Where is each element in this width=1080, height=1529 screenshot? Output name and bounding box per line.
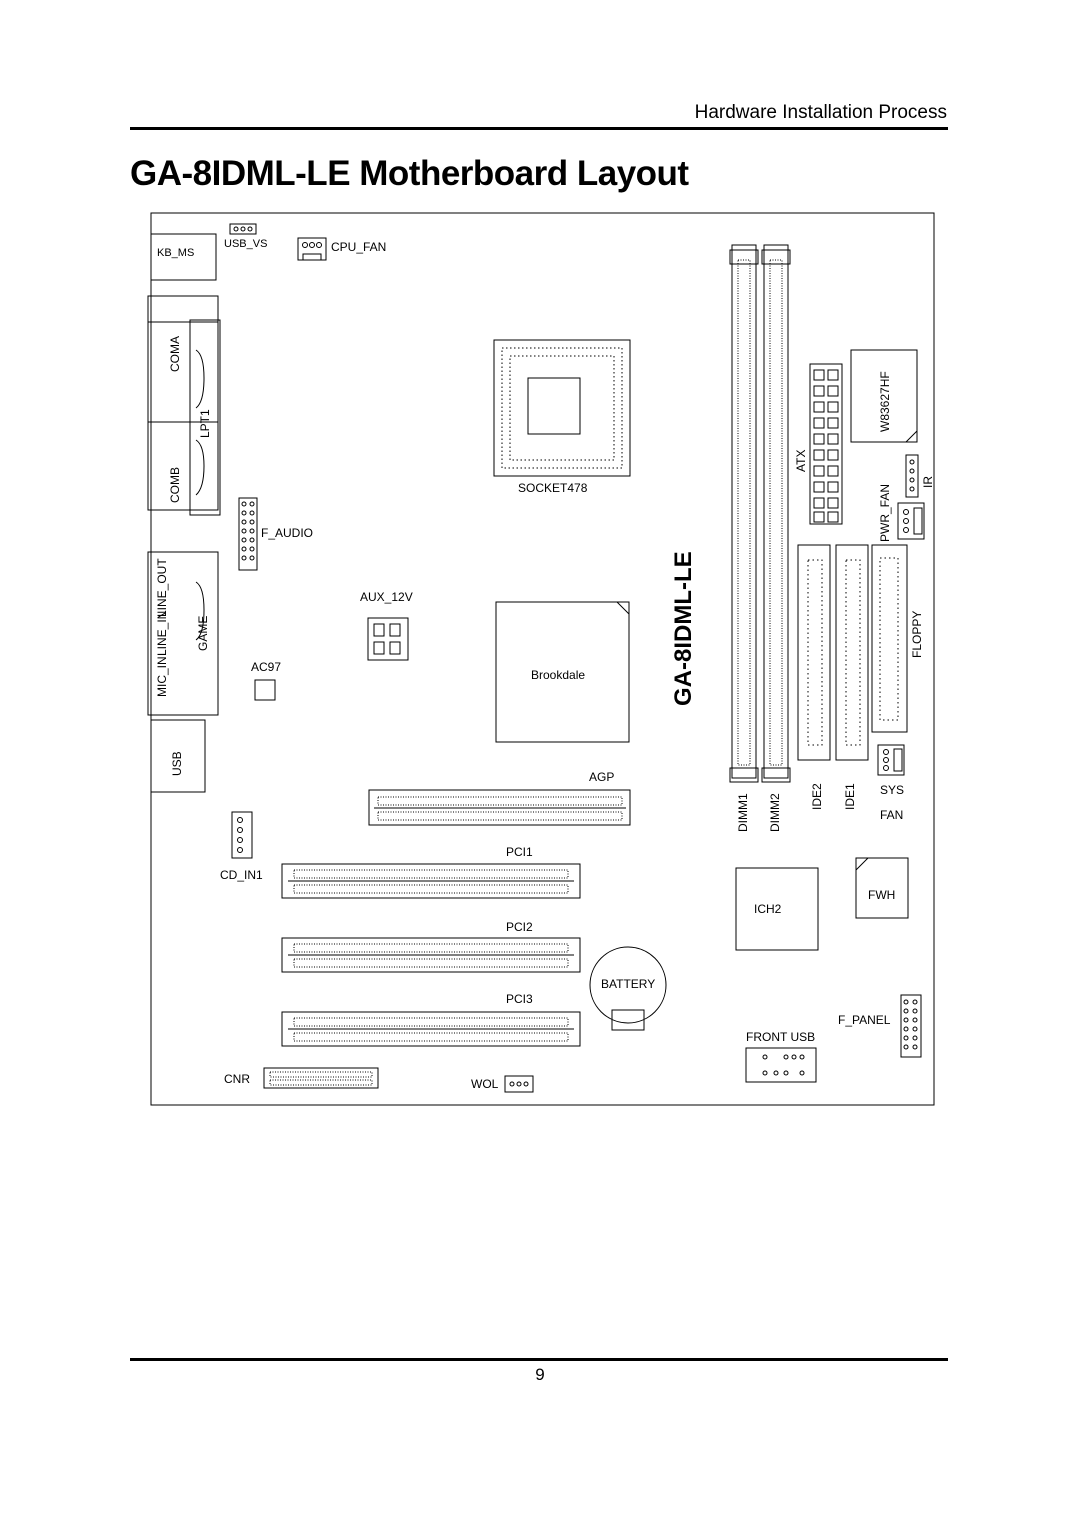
board-outline bbox=[150, 212, 935, 1106]
agp-slot bbox=[368, 789, 631, 826]
floppy-connector bbox=[871, 544, 908, 733]
io-port-block bbox=[147, 295, 219, 511]
aux-12v-connector bbox=[367, 617, 409, 661]
ide1-connector bbox=[835, 544, 869, 761]
pci2-slot bbox=[281, 937, 581, 973]
coma-label: COMA bbox=[168, 336, 182, 372]
board-model-label: GA-8IDML-LE bbox=[670, 551, 697, 706]
line-in-label: LINE_IN bbox=[155, 610, 169, 656]
ide1-label: IDE1 bbox=[843, 783, 857, 810]
f-audio-header bbox=[238, 497, 258, 571]
w83627hf-label: W83627HF bbox=[878, 371, 892, 432]
superio-chip bbox=[850, 349, 918, 443]
ac97-label: AC97 bbox=[251, 660, 282, 674]
fwh-chip bbox=[855, 857, 909, 919]
pci1-label: PCI1 bbox=[506, 845, 533, 859]
northbridge-label: Brookdale bbox=[531, 668, 586, 682]
wol-label: WOL bbox=[471, 1077, 499, 1091]
page-title: GA-8IDML-LE Motherboard Layout bbox=[130, 154, 689, 193]
sys-label: SYS bbox=[880, 783, 905, 797]
aux-12v-label: AUX_12V bbox=[360, 590, 413, 604]
atx-power-connector bbox=[809, 363, 843, 525]
cpu-socket bbox=[493, 339, 631, 477]
cd-in1-label: CD_IN1 bbox=[220, 868, 263, 882]
kb-ms-connector bbox=[150, 233, 217, 281]
sys-fan-connector bbox=[877, 744, 905, 776]
ich2-label: ICH2 bbox=[754, 902, 782, 916]
cpu-fan-connector bbox=[297, 237, 327, 261]
f-audio-label: F_AUDIO bbox=[261, 526, 314, 540]
bottom-rule bbox=[130, 1358, 948, 1361]
dimm1-label: DIMM1 bbox=[736, 793, 750, 832]
usb-vs-label: USB_VS bbox=[224, 238, 268, 250]
dimm1-slot bbox=[729, 244, 759, 783]
agp-label: AGP bbox=[589, 770, 615, 784]
usb-label: USB bbox=[170, 751, 184, 776]
pci3-slot bbox=[281, 1011, 581, 1047]
pci3-label: PCI3 bbox=[506, 992, 533, 1006]
ac97-chip bbox=[254, 679, 276, 701]
front-usb-label: FRONT USB bbox=[746, 1030, 816, 1044]
front-usb-header bbox=[745, 1047, 817, 1083]
cd-in1-connector bbox=[231, 811, 253, 859]
game-label: GAME bbox=[196, 615, 210, 651]
floppy-label: FLOPPY bbox=[910, 610, 924, 658]
f-panel-label: F_PANEL bbox=[838, 1013, 891, 1027]
pwr-fan-connector bbox=[897, 502, 925, 540]
battery-label: BATTERY bbox=[601, 977, 656, 991]
northbridge-chip bbox=[495, 601, 630, 743]
ir-label: IR bbox=[921, 476, 935, 488]
pwr-fan-label: PWR_FAN bbox=[878, 483, 892, 542]
line-out-label: LINE_OUT bbox=[155, 558, 169, 617]
cnr-label: CNR bbox=[224, 1072, 250, 1086]
page-number: 9 bbox=[535, 1365, 545, 1384]
ide2-connector bbox=[797, 544, 831, 761]
atx-label: ATX bbox=[794, 449, 808, 472]
dimm2-label: DIMM2 bbox=[768, 793, 782, 832]
top-rule bbox=[130, 127, 948, 130]
ide2-label: IDE2 bbox=[810, 783, 824, 810]
mic-in-label: MIC_IN bbox=[155, 656, 169, 697]
lpt1-label: LPT1 bbox=[198, 409, 212, 438]
dimm2-slot bbox=[761, 244, 791, 783]
cpu-fan-label: CPU_FAN bbox=[331, 240, 387, 254]
section-header: Hardware Installation Process bbox=[694, 102, 947, 123]
kb-ms-label: KB_MS bbox=[157, 247, 195, 259]
pci2-label: PCI2 bbox=[506, 920, 533, 934]
ir-header bbox=[905, 454, 919, 498]
pci1-slot bbox=[281, 863, 581, 899]
socket-label: SOCKET478 bbox=[518, 481, 588, 495]
ich2-chip bbox=[735, 867, 819, 951]
usb-vs-jumper bbox=[229, 223, 257, 235]
rear-usb-port bbox=[150, 719, 206, 793]
wol-connector bbox=[504, 1075, 534, 1093]
battery-cell bbox=[589, 946, 667, 1024]
fan-label: FAN bbox=[880, 808, 904, 822]
comb-label: COMB bbox=[168, 467, 182, 503]
lpt1-port bbox=[189, 319, 221, 516]
fwh-label: FWH bbox=[868, 888, 896, 902]
cnr-slot bbox=[263, 1067, 379, 1089]
f-panel-header bbox=[900, 994, 922, 1058]
